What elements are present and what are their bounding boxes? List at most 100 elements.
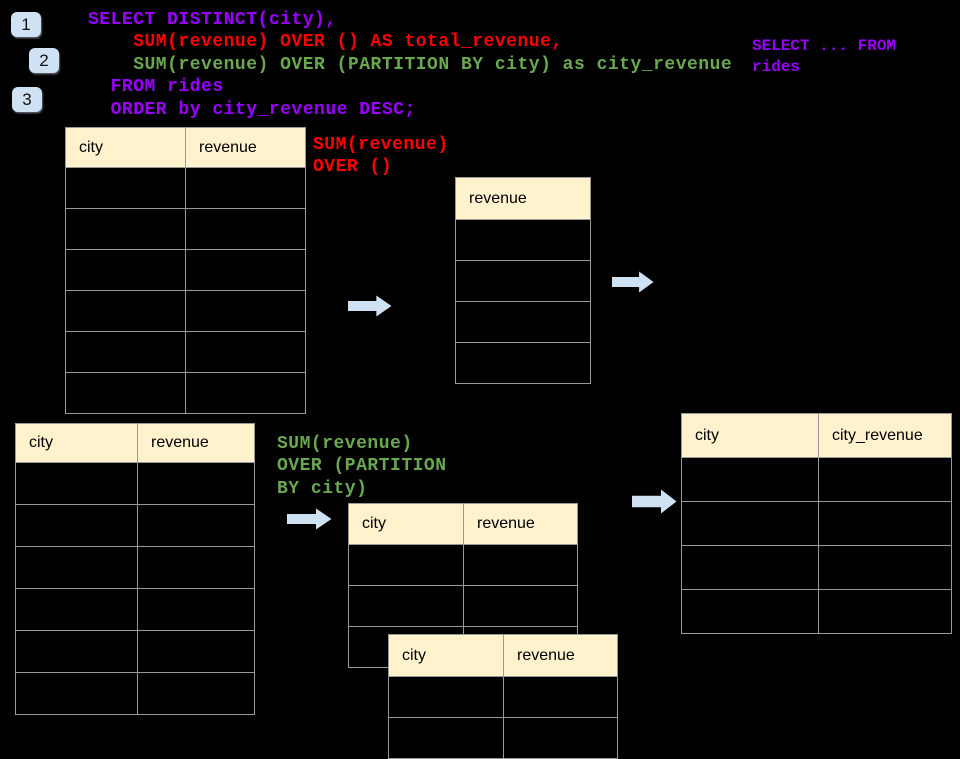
- column-header-revenue: revenue: [463, 503, 578, 545]
- empty-cell: [15, 462, 138, 505]
- empty-cell: [503, 676, 618, 718]
- table-row: [15, 672, 255, 715]
- code-line: SUM(revenue) OVER () AS total_revenue,: [88, 32, 563, 53]
- table-row: [681, 501, 952, 546]
- table-partition-group-b: city revenue: [388, 634, 618, 759]
- empty-cell: [681, 457, 819, 502]
- table-row: [15, 546, 255, 589]
- empty-cell: [15, 672, 138, 715]
- table-row: [455, 342, 591, 384]
- code-line: SELECT DISTINCT(city),: [88, 10, 337, 30]
- empty-cell: [388, 717, 504, 759]
- code-line: SELECT ... FROM: [752, 37, 897, 55]
- empty-cell: [185, 167, 306, 209]
- table-row: [65, 331, 306, 373]
- empty-cell: [681, 589, 819, 634]
- header-row: city revenue: [388, 634, 618, 677]
- table-row: [15, 462, 255, 505]
- column-header-city: city: [388, 634, 504, 677]
- empty-cell: [65, 331, 186, 373]
- empty-cell: [65, 372, 186, 414]
- column-header-revenue: revenue: [137, 423, 255, 463]
- table-row: [388, 676, 618, 718]
- table-row: [15, 504, 255, 547]
- table-row: [65, 167, 306, 209]
- empty-cell: [455, 260, 591, 302]
- empty-cell: [818, 545, 952, 590]
- empty-cell: [185, 249, 306, 291]
- header-row: city revenue: [15, 423, 255, 463]
- empty-cell: [137, 546, 255, 589]
- column-header-revenue: revenue: [455, 177, 591, 220]
- step-badge-1: 1: [11, 12, 41, 37]
- empty-cell: [185, 331, 306, 373]
- table-city-revenue-result: city city_revenue: [681, 413, 952, 634]
- empty-cell: [463, 544, 578, 586]
- table-row: [15, 588, 255, 631]
- header-row: city revenue: [65, 127, 306, 168]
- empty-cell: [455, 301, 591, 343]
- code-line: ORDER by city_revenue DESC;: [88, 99, 416, 120]
- arrow-right-icon: [287, 508, 332, 530]
- table-row: [388, 717, 618, 759]
- empty-cell: [185, 372, 306, 414]
- arrow-right-icon: [632, 489, 677, 514]
- table-row: [15, 630, 255, 673]
- empty-cell: [65, 167, 186, 209]
- column-header-city: city: [348, 503, 464, 545]
- context-snippet-code: SELECT ... FROM rides: [752, 36, 896, 78]
- empty-cell: [15, 588, 138, 631]
- empty-cell: [818, 501, 952, 546]
- total-revenue-annotation: SUM(revenue)OVER (): [313, 134, 449, 179]
- table-row: [455, 219, 591, 261]
- code-line: SUM(revenue) OVER (PARTITION BY city) as…: [88, 54, 733, 75]
- code-line: OVER (): [313, 157, 393, 178]
- empty-cell: [137, 462, 255, 505]
- empty-cell: [65, 249, 186, 291]
- empty-cell: [185, 208, 306, 250]
- empty-cell: [818, 457, 952, 502]
- sql-query-code: SELECT DISTINCT(city), SUM(revenue) OVER…: [88, 9, 732, 121]
- table-row: [65, 372, 306, 414]
- empty-cell: [348, 585, 464, 627]
- arrow-right-icon: [348, 295, 392, 317]
- empty-cell: [681, 545, 819, 590]
- table-row: [65, 290, 306, 332]
- code-line: FROM rides: [88, 77, 224, 98]
- table-rides-source-top: city revenue: [65, 127, 306, 414]
- code-line: rides: [752, 58, 801, 76]
- step-badge-2: 2: [29, 48, 59, 73]
- table-row: [348, 544, 578, 586]
- table-rides-source-bottom: city revenue: [15, 423, 255, 715]
- empty-cell: [455, 219, 591, 261]
- empty-cell: [15, 630, 138, 673]
- code-line: SUM(revenue): [277, 434, 413, 454]
- empty-cell: [15, 546, 138, 589]
- empty-cell: [137, 672, 255, 715]
- code-line: BY city): [277, 478, 368, 499]
- table-row: [65, 208, 306, 250]
- table-row: [65, 249, 306, 291]
- empty-cell: [15, 504, 138, 547]
- empty-cell: [463, 585, 578, 627]
- code-line: OVER (PARTITION: [277, 456, 447, 477]
- table-row: [455, 301, 591, 343]
- empty-cell: [65, 208, 186, 250]
- column-header-city-revenue: city_revenue: [818, 413, 952, 458]
- empty-cell: [137, 630, 255, 673]
- empty-cell: [455, 342, 591, 384]
- header-row: revenue: [455, 177, 591, 220]
- empty-cell: [388, 676, 504, 718]
- empty-cell: [818, 589, 952, 634]
- header-row: city revenue: [348, 503, 578, 545]
- table-row: [681, 589, 952, 634]
- empty-cell: [65, 290, 186, 332]
- empty-cell: [348, 544, 464, 586]
- column-header-revenue: revenue: [503, 634, 618, 677]
- table-row: [681, 545, 952, 590]
- column-header-city: city: [681, 413, 819, 458]
- column-header-city: city: [65, 127, 186, 168]
- table-total-revenue: revenue: [455, 177, 591, 384]
- empty-cell: [185, 290, 306, 332]
- table-row: [348, 585, 578, 627]
